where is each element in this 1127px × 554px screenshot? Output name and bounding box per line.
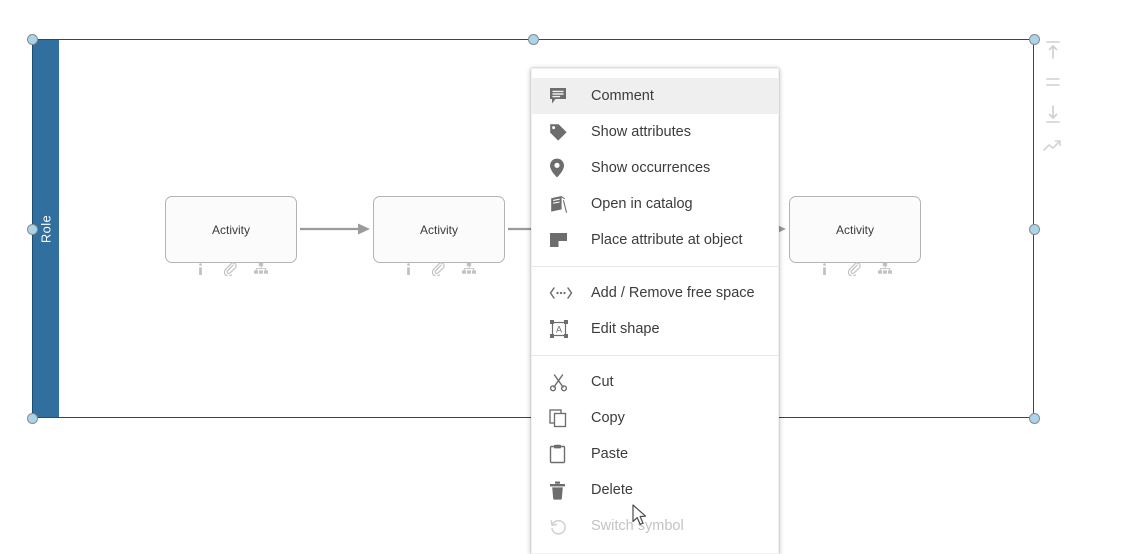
menu-item-edit-shape[interactable]: A Edit shape	[532, 311, 778, 347]
activity-icons-2	[373, 262, 505, 276]
menu-item-label: Show attributes	[591, 124, 691, 140]
copy-icon	[549, 407, 575, 429]
menu-item-label: Open in catalog	[591, 196, 693, 212]
align-middle-icon[interactable]	[1041, 70, 1065, 94]
svg-text:A: A	[556, 325, 562, 335]
menu-item-open-in-catalog[interactable]: Open in catalog	[532, 186, 778, 222]
menu-item-label: Switch symbol	[591, 518, 684, 534]
attachment-icon[interactable]	[847, 262, 861, 276]
clipboard-icon	[549, 443, 575, 465]
undo-icon	[549, 515, 575, 537]
activity-shape-3[interactable]: Activity	[789, 196, 921, 263]
menu-separator	[532, 355, 778, 356]
selection-handle-middle-left[interactable]	[27, 224, 38, 235]
menu-item-label: Delete	[591, 482, 633, 498]
activity-label-1: Activity	[211, 222, 250, 237]
menu-item-add-remove-free-space[interactable]: Add / Remove free space	[532, 275, 778, 311]
comment-icon	[549, 85, 575, 107]
context-menu[interactable]: Comment Show attributes Show occurrences…	[531, 68, 779, 554]
hierarchy-icon[interactable]	[461, 263, 476, 275]
align-bottom-icon[interactable]	[1041, 102, 1065, 126]
menu-item-show-attributes[interactable]: Show attributes	[532, 114, 778, 150]
free-space-icon	[549, 282, 575, 304]
menu-separator	[532, 266, 778, 267]
connector-arrow-1[interactable]	[300, 221, 372, 242]
tag-icon	[549, 121, 575, 143]
activity-label-3: Activity	[835, 222, 874, 237]
attachment-icon[interactable]	[431, 262, 445, 276]
menu-item-place-attribute-at-object[interactable]: Place attribute at object	[532, 222, 778, 258]
info-icon[interactable]	[819, 262, 830, 276]
hierarchy-icon[interactable]	[877, 263, 892, 275]
menu-item-paste[interactable]: Paste	[532, 436, 778, 472]
selection-handle-top-left[interactable]	[27, 34, 38, 45]
selection-handle-middle-right[interactable]	[1029, 224, 1040, 235]
activity-icons-3	[789, 262, 921, 276]
menu-item-label: Place attribute at object	[591, 232, 743, 248]
menu-item-comment[interactable]: Comment	[532, 78, 778, 114]
scissors-icon	[549, 371, 575, 393]
info-icon[interactable]	[403, 262, 414, 276]
activity-shape-1[interactable]: Activity	[165, 196, 297, 263]
activity-label-2: Activity	[419, 222, 458, 237]
trash-icon	[549, 479, 575, 501]
menu-item-cut[interactable]: Cut	[532, 364, 778, 400]
book-icon	[549, 193, 575, 215]
location-pin-icon	[549, 157, 575, 179]
attachment-icon[interactable]	[223, 262, 237, 276]
menu-item-switch-symbol: Switch symbol	[532, 508, 778, 544]
align-top-icon[interactable]	[1041, 38, 1065, 62]
selection-handle-bottom-right[interactable]	[1029, 413, 1040, 424]
menu-item-label: Copy	[591, 410, 625, 426]
activity-shape-2[interactable]: Activity	[373, 196, 505, 263]
menu-item-copy[interactable]: Copy	[532, 400, 778, 436]
menu-item-label: Comment	[591, 88, 654, 104]
selection-handle-top-right[interactable]	[1029, 34, 1040, 45]
menu-item-delete[interactable]: Delete	[532, 472, 778, 508]
info-icon[interactable]	[195, 262, 206, 276]
menu-item-label: Add / Remove free space	[591, 285, 755, 301]
selection-handle-top-center[interactable]	[528, 34, 539, 45]
menu-item-show-occurrences[interactable]: Show occurrences	[532, 150, 778, 186]
menu-item-label: Show occurrences	[591, 160, 711, 176]
place-attribute-icon	[549, 229, 575, 251]
trend-line-icon[interactable]	[1041, 134, 1065, 158]
hierarchy-icon[interactable]	[253, 263, 268, 275]
menu-item-label: Cut	[591, 374, 614, 390]
menu-item-label: Edit shape	[591, 321, 660, 337]
activity-icons-1	[165, 262, 297, 276]
edit-shape-icon: A	[549, 318, 575, 340]
side-toolbar	[1040, 38, 1066, 158]
selection-handle-bottom-left[interactable]	[27, 413, 38, 424]
menu-item-label: Paste	[591, 446, 629, 462]
